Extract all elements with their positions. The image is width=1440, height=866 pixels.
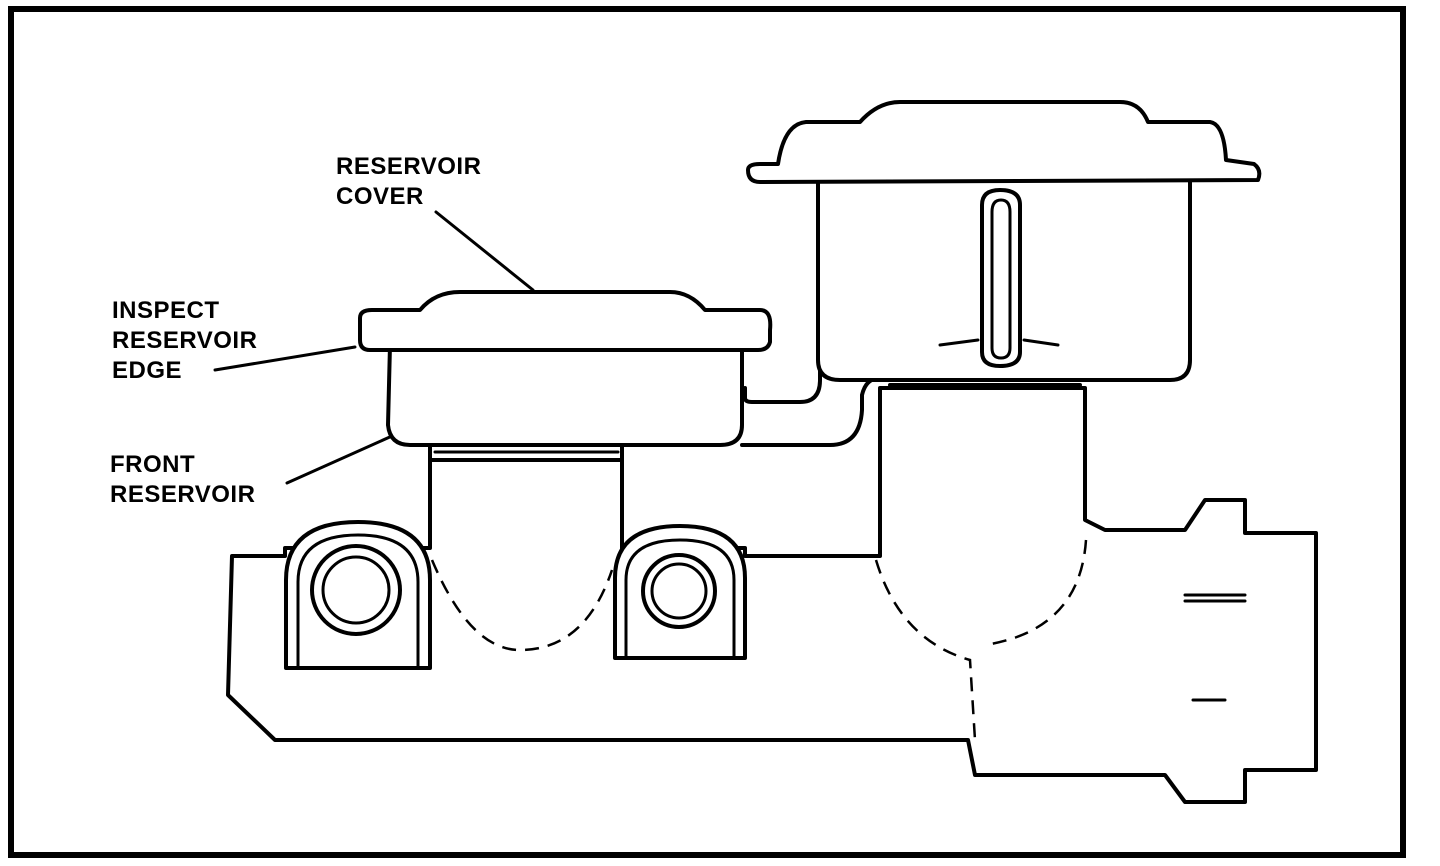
label-inspect-reservoir-edge: INSPECT RESERVOIR EDGE <box>112 296 257 386</box>
label-line: RESERVOIR <box>112 327 258 354</box>
left-port-inner <box>321 555 391 625</box>
front-reservoir-body <box>386 343 744 447</box>
front-reservoir-cover <box>358 290 773 352</box>
sight-slot <box>980 188 1022 368</box>
left-port-outer <box>310 544 402 636</box>
right-port-inner <box>650 562 708 620</box>
label-line: FRONT <box>110 451 196 478</box>
hidden-bore-left <box>430 559 614 652</box>
leader-reservoir-cover <box>434 210 535 292</box>
label-line: RESERVOIR <box>336 153 482 180</box>
leader-inspect-edge <box>213 345 357 372</box>
right-port-outer <box>641 553 717 629</box>
label-line: INSPECT <box>112 297 220 324</box>
label-reservoir-cover: RESERVOIR COVER <box>336 152 481 212</box>
label-line: RESERVOIR <box>110 481 256 508</box>
label-line: COVER <box>336 183 424 210</box>
leader-front-reservoir <box>285 434 394 485</box>
label-line: EDGE <box>112 357 183 384</box>
rear-reservoir-cover <box>746 100 1262 184</box>
hidden-bore-right <box>874 559 977 741</box>
label-front-reservoir: FRONT RESERVOIR <box>110 450 255 510</box>
